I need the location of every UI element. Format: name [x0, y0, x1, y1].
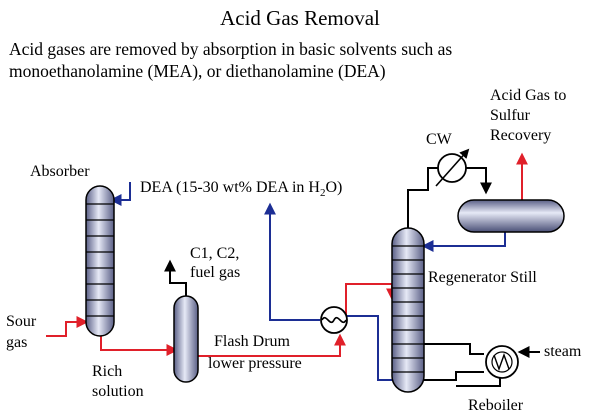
heat-exchanger — [320, 306, 348, 334]
lean-dea-feed-line — [109, 182, 131, 206]
label-acid-gas-line-1: Acid Gas to — [490, 87, 566, 104]
cw-condenser — [435, 148, 470, 187]
label-rich-solution-line-2: solution — [92, 383, 144, 400]
intro-line-2: monoethanolamine (MEA), or diethanolamin… — [9, 61, 386, 81]
reboiler-exchanger — [485, 345, 519, 379]
label-cw: CW — [426, 131, 453, 148]
regenerator-still — [391, 227, 425, 393]
reflux-return-line — [421, 232, 506, 252]
sour-gas-inlet-line — [46, 316, 89, 337]
exchanger-to-regenerator-line — [345, 283, 398, 316]
label-dea-feed: DEA (15-30 wt% DEA in H2O) — [140, 179, 342, 199]
label-regenerator-still: Regenerator Still — [428, 269, 537, 286]
flash-drum-to-exchanger-line — [198, 333, 346, 357]
label-rich-solution-line-1: Rich — [92, 363, 122, 380]
absorber-column — [85, 185, 115, 337]
c1c2-fuel-gas-line — [164, 259, 187, 296]
label-reboiler: Reboiler — [468, 397, 524, 414]
reflux-drum — [457, 199, 565, 233]
label-sour-gas-line-2: gas — [6, 334, 27, 351]
label-acid-gas-line-3: Recovery — [490, 127, 551, 144]
label-flash-drum-line-1: Flash Drum — [214, 333, 291, 350]
reboiler-loop-line — [424, 343, 484, 381]
intro-text: Acid gases are removed by absorption in … — [9, 38, 594, 82]
label-flash-drum-line-2: lower pressure — [208, 355, 302, 372]
label-sour-gas-line-1: Sour — [6, 313, 37, 330]
label-absorber: Absorber — [30, 163, 90, 180]
intro-line-1: Acid gases are removed by absorption in … — [9, 39, 453, 59]
label-acid-gas-line-2: Sulfur — [490, 107, 531, 124]
flash-drum — [173, 295, 199, 383]
slide-title: Acid Gas Removal — [220, 6, 380, 30]
label-steam: steam — [544, 343, 582, 360]
label-c1c2-line-2: fuel gas — [190, 264, 240, 281]
rich-solution-line — [100, 336, 179, 356]
label-c1c2-line-1: C1, C2, — [190, 245, 239, 262]
